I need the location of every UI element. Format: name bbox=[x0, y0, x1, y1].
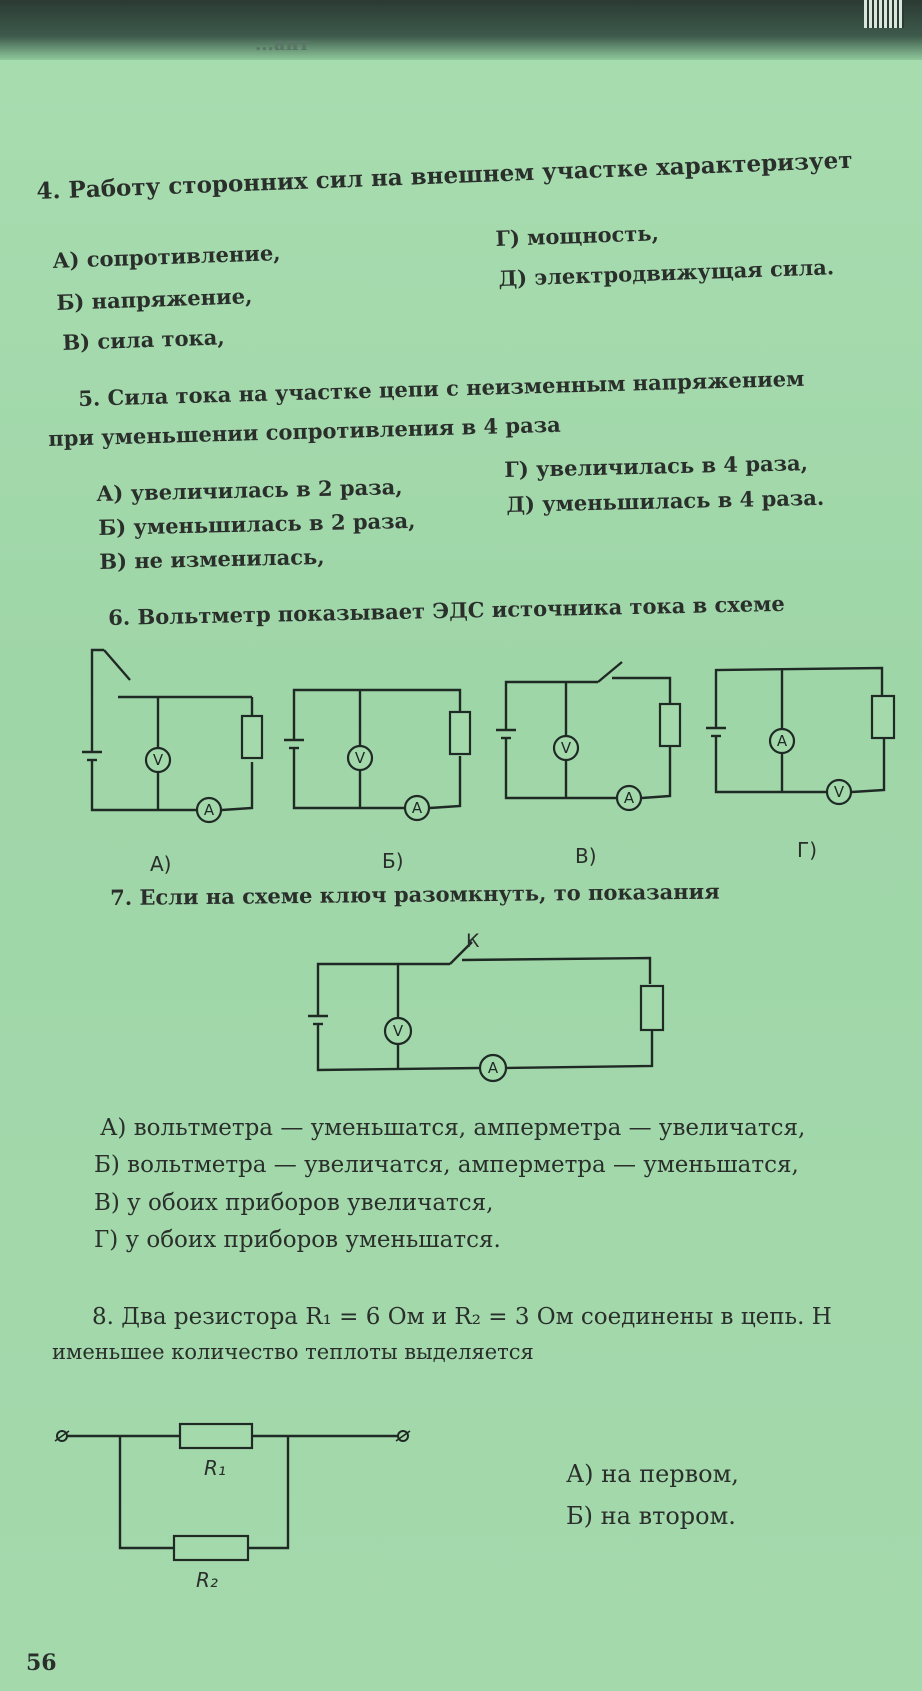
circuit-b-label: Б) bbox=[382, 849, 404, 873]
terminal-right bbox=[397, 1430, 409, 1442]
voltmeter-g-label: V bbox=[834, 783, 845, 801]
question-8-line1: 8. Два резистора R₁ = 6 Ом и R₂ = 3 Ом с… bbox=[92, 1304, 832, 1330]
circuit-q7: V A bbox=[308, 941, 665, 1083]
page-top-shadow bbox=[0, 0, 922, 60]
voltmeter-a-label: V bbox=[153, 751, 164, 769]
r1-label: R₁ bbox=[204, 1456, 226, 1480]
circuit-b: V A bbox=[284, 688, 472, 822]
question-8-line2: именьшее количество теплоты выделяется bbox=[52, 1340, 534, 1364]
resistor-r2 bbox=[172, 1534, 250, 1562]
circuit-g-label: Г) bbox=[797, 838, 817, 862]
ammeter-v bbox=[615, 784, 643, 812]
voltmeter-g bbox=[825, 778, 853, 806]
voltmeter-a bbox=[144, 746, 172, 774]
ammeter-q7 bbox=[478, 1053, 508, 1083]
q8-option-a: А) на первом, bbox=[566, 1460, 739, 1488]
resistor-a bbox=[240, 714, 264, 760]
ammeter-a-label: A bbox=[204, 801, 215, 819]
key-label: К bbox=[466, 930, 480, 952]
voltmeter-b-label: V bbox=[355, 749, 366, 767]
ammeter-v-label: A bbox=[624, 789, 635, 807]
ammeter-b-label: A bbox=[412, 799, 423, 817]
voltmeter-q7 bbox=[383, 1016, 413, 1046]
switch-k-lever bbox=[449, 941, 473, 965]
circuit-a-label: А) bbox=[150, 852, 172, 876]
voltmeter-v bbox=[552, 734, 580, 762]
q7-option-c: В) у обоих приборов увеличатся, bbox=[94, 1190, 494, 1216]
switch-v-lever bbox=[597, 661, 623, 683]
circuit-q8 bbox=[54, 1422, 411, 1562]
ammeter-b bbox=[403, 794, 431, 822]
circuit-g: A V bbox=[706, 666, 896, 806]
q7-option-b: Б) вольтметра — увеличатся, амперметра —… bbox=[94, 1152, 799, 1178]
q8-option-b: Б) на втором. bbox=[566, 1502, 736, 1530]
voltmeter-v-label: V bbox=[561, 739, 572, 757]
switch-a-lever bbox=[103, 649, 131, 681]
voltmeter-q7-label: V bbox=[393, 1022, 404, 1040]
resistor-b bbox=[448, 710, 472, 756]
barcode-strip bbox=[864, 0, 904, 28]
ammeter-g bbox=[768, 727, 796, 755]
resistor-v bbox=[658, 702, 682, 748]
q7-option-d: Г) у обоих приборов уменьшатся. bbox=[94, 1227, 501, 1253]
resistor-r1 bbox=[178, 1422, 254, 1450]
circuit-a: V A bbox=[82, 648, 264, 824]
resistor-g bbox=[870, 694, 896, 740]
r2-label: R₂ bbox=[196, 1568, 218, 1592]
circuit-v: V A bbox=[496, 661, 682, 812]
q7-option-a: А) вольтметра — уменьшатся, амперметра —… bbox=[100, 1115, 806, 1141]
resistor-q7 bbox=[639, 984, 665, 1032]
ammeter-g-label: A bbox=[777, 732, 788, 750]
header-fragment: ...ант bbox=[255, 34, 310, 55]
ammeter-q7-label: A bbox=[488, 1059, 499, 1077]
voltmeter-b bbox=[346, 744, 374, 772]
ammeter-a bbox=[195, 796, 223, 824]
circuit-v-label: В) bbox=[575, 844, 597, 868]
page-number: 56 bbox=[26, 1650, 57, 1676]
